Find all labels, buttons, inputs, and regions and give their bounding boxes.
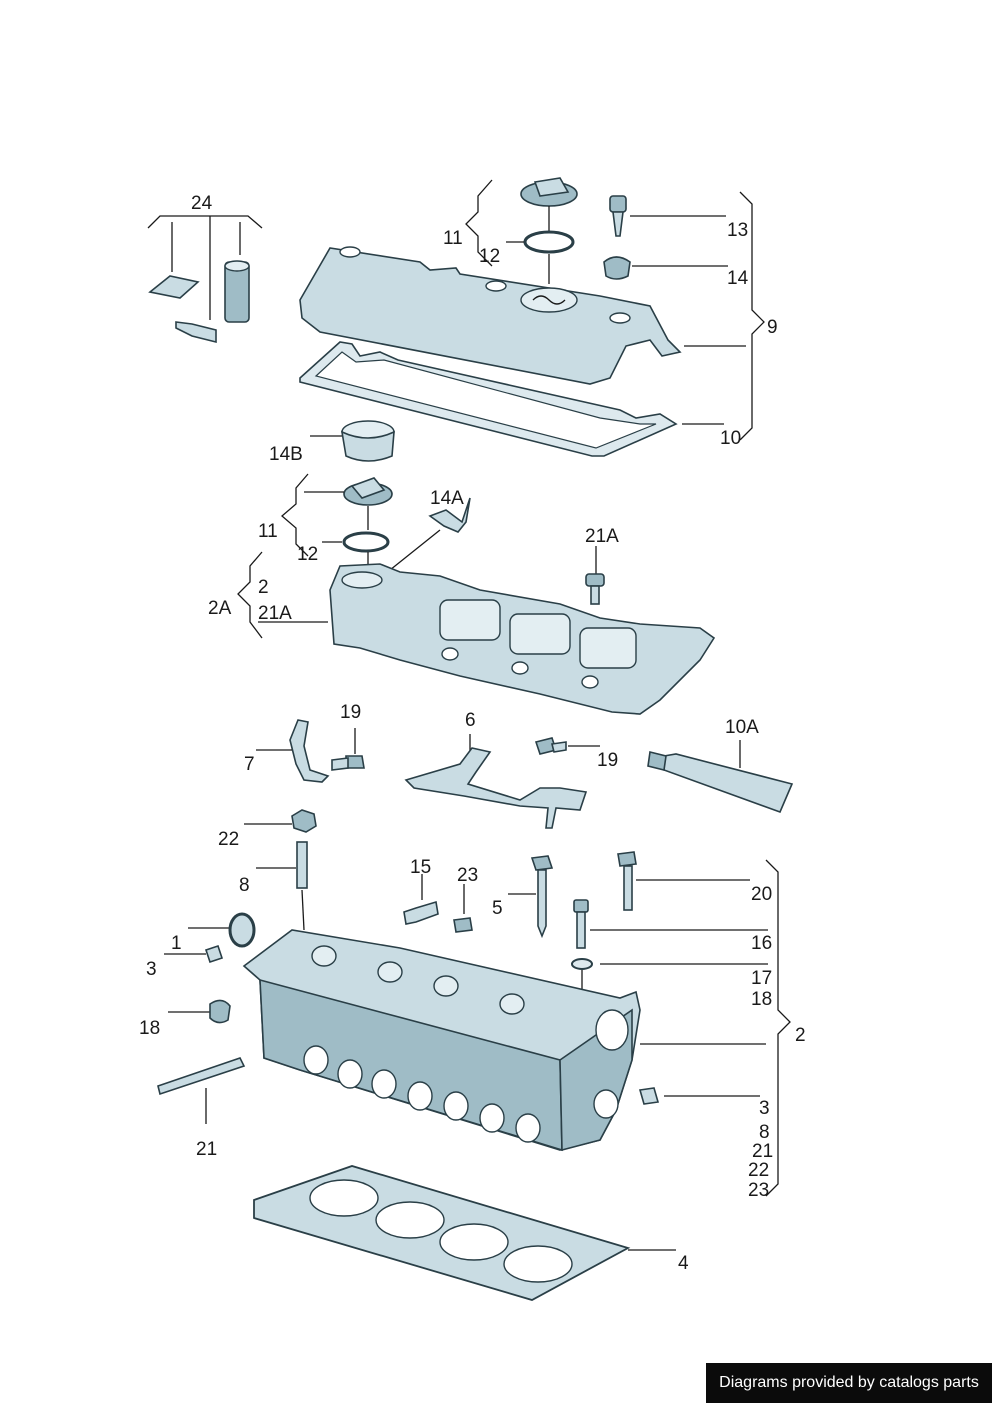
label-21a-side: 21A <box>258 603 292 624</box>
attribution-text: Diagrams provided by catalogs parts <box>719 1374 979 1391</box>
label-22: 22 <box>218 829 239 850</box>
label-11-lower: 11 <box>258 521 278 542</box>
label-10: 10 <box>720 428 741 449</box>
label-13: 13 <box>727 220 748 241</box>
label-2a: 2A <box>208 598 232 619</box>
label-14b: 14B <box>269 444 303 465</box>
label-11: 11 <box>443 228 463 249</box>
label-2-right: 2 <box>795 1025 806 1046</box>
callout-labels: 24 11 12 13 14 9 10 14B 11 12 14A 21A 2 … <box>139 193 806 1274</box>
camshaft-housing-assembly <box>237 473 716 715</box>
label-23: 23 <box>457 865 478 886</box>
label-10a: 10A <box>725 717 759 738</box>
label-4: 4 <box>678 1253 689 1274</box>
label-5: 5 <box>492 898 503 919</box>
label-8: 8 <box>239 875 250 896</box>
label-14: 14 <box>727 268 749 289</box>
label-2-bracket: 2 <box>258 577 269 598</box>
label-12-lower: 12 <box>297 544 318 565</box>
label-19-left: 19 <box>340 702 361 723</box>
label-12: 12 <box>479 246 500 267</box>
label-1: 1 <box>171 933 182 954</box>
label-24: 24 <box>191 193 213 214</box>
attribution-banner: Diagrams provided by catalogs parts <box>706 1363 992 1403</box>
label-21-right: 21 <box>752 1141 773 1162</box>
label-23-right: 23 <box>748 1180 769 1201</box>
label-20: 20 <box>751 884 772 905</box>
label-15: 15 <box>410 857 431 878</box>
sealant-kit-part-24 <box>147 215 263 344</box>
label-3-right: 3 <box>759 1098 770 1119</box>
label-7: 7 <box>244 754 255 775</box>
label-22-right: 22 <box>748 1160 769 1181</box>
label-8-right: 8 <box>759 1122 770 1143</box>
valve-cover-assembly <box>299 177 765 457</box>
label-21a-top: 21A <box>585 526 619 547</box>
label-6: 6 <box>465 710 476 731</box>
label-16: 16 <box>751 933 772 954</box>
label-9: 9 <box>767 317 778 338</box>
label-17: 17 <box>751 968 772 989</box>
label-3-left: 3 <box>146 959 157 980</box>
fasteners <box>164 809 768 1024</box>
label-14a: 14A <box>430 488 464 509</box>
label-18-right: 18 <box>751 989 772 1010</box>
brackets-and-tube <box>256 719 794 829</box>
head-gasket-part-4 <box>253 1165 676 1301</box>
label-18-left: 18 <box>139 1018 160 1039</box>
label-21: 21 <box>196 1139 217 1160</box>
cylinder-head-part-2 <box>157 859 791 1197</box>
label-19-right: 19 <box>597 750 618 771</box>
filler-neck-part-14b <box>310 420 395 462</box>
